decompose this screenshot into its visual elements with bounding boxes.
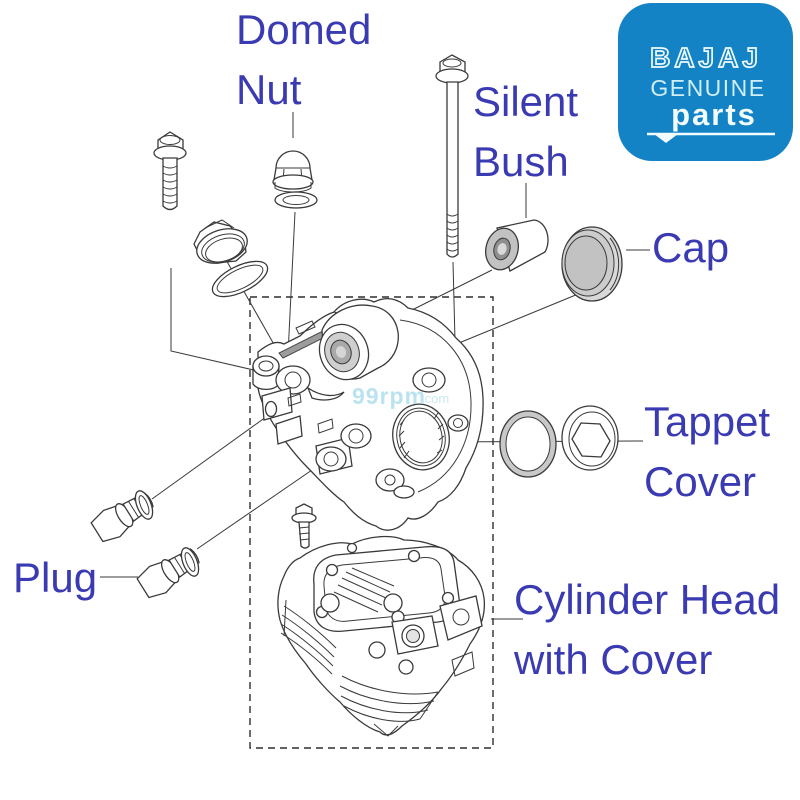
- logo-underline-arrow-icon: [654, 134, 678, 143]
- boundary-dashed-box: [249, 296, 494, 749]
- logo-parts-text: parts: [671, 97, 757, 132]
- logo-brand-text: BAJAJ: [650, 42, 762, 73]
- domed-nut-label-line2: Nut: [236, 66, 302, 113]
- washer: [274, 191, 318, 209]
- domed-nut-label-line1: Domed: [236, 6, 372, 53]
- cylinder-head-label-line1: Cylinder Head: [514, 576, 781, 623]
- watermark-suffix: .com: [421, 391, 449, 406]
- plug-washer-1: [134, 490, 154, 520]
- cap-part: [561, 226, 623, 302]
- plug-label: Plug: [13, 548, 97, 608]
- watermark: 99rpm .com: [352, 383, 449, 409]
- silent-bush-part: [485, 219, 549, 272]
- tappet-cover-part: [561, 405, 619, 471]
- silent-bush-label-line2: Bush: [473, 138, 569, 185]
- cylinder-head-cover-drawing: [252, 297, 484, 531]
- cylinder-stud-bolt: [435, 54, 469, 258]
- cylinder-head-label: Cylinder Head with Cover: [514, 570, 780, 690]
- cylinder-head-label-line2: with Cover: [514, 636, 713, 683]
- tappet-cover-label-line1: Tappet: [644, 398, 771, 445]
- oil-filler-cap: [193, 219, 248, 264]
- plug-bolt-1: [90, 492, 154, 543]
- bajaj-logo: BAJAJ GENUINE parts: [618, 3, 793, 161]
- plug-washer-2: [180, 547, 200, 577]
- o-ring-seal: [211, 260, 269, 298]
- cap-label-text: Cap: [652, 224, 730, 271]
- cylinder-head-drawing: [277, 535, 486, 737]
- watermark-text: 99rpm: [352, 383, 426, 409]
- domed-nut-part: [272, 150, 314, 193]
- adjuster-bolt: [291, 503, 317, 549]
- plug-label-text: Plug: [13, 554, 98, 601]
- silent-bush-label-line1: Silent: [473, 78, 579, 125]
- tappet-o-ring: [499, 410, 557, 478]
- silent-bush-label: Silent Bush: [473, 72, 578, 192]
- hex-flange-bolt: [153, 131, 187, 211]
- logo-genuine-text: GENUINE: [650, 75, 765, 101]
- bajaj-logo-art: BAJAJ GENUINE parts: [647, 41, 775, 143]
- cap-label: Cap: [652, 218, 729, 278]
- domed-nut-label: Domed Nut: [236, 0, 371, 120]
- tappet-cover-label: Tappet Cover: [644, 392, 770, 512]
- tappet-cover-label-line2: Cover: [644, 458, 757, 505]
